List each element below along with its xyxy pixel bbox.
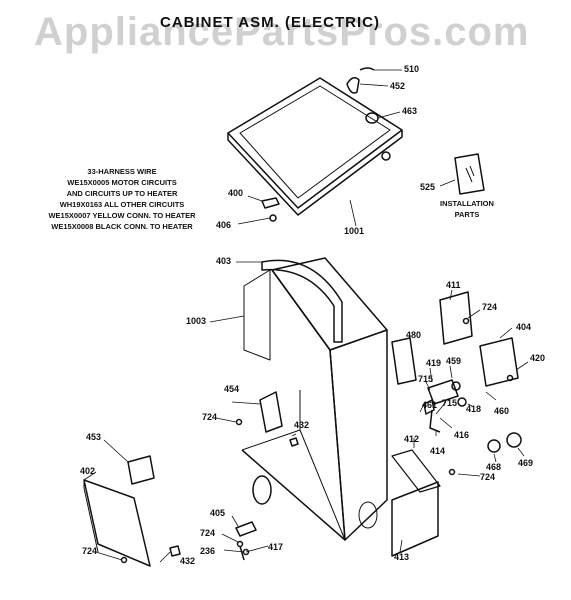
part-label-1003: 1003 (186, 316, 207, 326)
part-label-411: 411 (446, 280, 461, 290)
harness-note-line: WE15X0005 MOTOR CIRCUITS (67, 178, 177, 187)
part-label-1001: 1001 (344, 226, 365, 236)
panel-413 (391, 481, 439, 557)
top-cover-1001 (227, 77, 403, 216)
part-label-420: 420 (530, 353, 546, 363)
part-label-452: 452 (390, 81, 406, 91)
part-label-417: 417 (268, 542, 284, 552)
part-label-400: 400 (228, 188, 244, 198)
part-label-525: 525 (420, 182, 436, 192)
plate-411 (439, 291, 473, 345)
part-label-459: 459 (446, 356, 462, 366)
bushing-432a (289, 437, 299, 447)
installation-label-line: PARTS (454, 210, 480, 219)
hinge-452 (346, 77, 360, 94)
bracket-453 (127, 455, 155, 485)
bracket-416 (429, 409, 441, 433)
installation-label-line: INSTALLATION (440, 199, 494, 208)
bracket-405 (235, 521, 257, 537)
part-label-403: 403 (216, 256, 232, 266)
part-label-469: 469 (518, 458, 534, 468)
fastener-417 (239, 545, 245, 561)
part-label-416: 416 (454, 430, 470, 440)
screw-724c (448, 468, 456, 476)
base-402 (83, 479, 151, 567)
part-label-715-a: 715 (418, 374, 434, 384)
part-label-724-d: 724 (200, 528, 216, 538)
bushing-432b (169, 545, 181, 557)
part-label-402: 402 (80, 466, 96, 476)
panel-412 (391, 449, 441, 493)
foot-469 (506, 432, 522, 448)
panel-1003 (243, 269, 271, 361)
part-label-406: 406 (216, 220, 232, 230)
part-label-405: 405 (210, 508, 226, 518)
part-label-432-a: 432 (294, 420, 310, 430)
part-label-453: 453 (86, 432, 102, 442)
part-label-460: 460 (494, 406, 510, 416)
part-label-724-a: 724 (482, 302, 498, 312)
switch-461 (423, 399, 435, 415)
diagram-title: CABINET ASM. (ELECTRIC) (160, 14, 380, 31)
plate-404 (479, 337, 519, 387)
part-label-404: 404 (516, 322, 532, 332)
screw-724b (235, 418, 243, 426)
part-label-418: 418 (466, 404, 482, 414)
part-label-412: 412 (404, 434, 420, 444)
harness-note-line: WH19X0163 ALL OTHER CIRCUITS (59, 200, 185, 209)
part-label-715-b: 715 (442, 398, 458, 408)
installation-bag-525 (454, 153, 485, 195)
part-label-413: 413 (394, 552, 410, 562)
bracket-454 (259, 391, 283, 433)
screw-420 (506, 374, 514, 382)
harness-note-line: WE15X0008 BLACK CONN. TO HEATER (51, 222, 193, 231)
latch-400 (261, 197, 280, 209)
part-label-454: 454 (224, 384, 240, 394)
switch-419 (427, 379, 459, 405)
part-label-432-b: 432 (180, 556, 196, 566)
glide-468 (487, 439, 501, 453)
part-label-724-b: 724 (202, 412, 218, 422)
part-label-461: 461 (422, 400, 438, 410)
part-label-510: 510 (404, 64, 420, 74)
insulation-480 (391, 337, 417, 385)
brace-403 (261, 259, 343, 343)
part-label-414: 414 (430, 446, 446, 456)
part-label-236: 236 (200, 546, 216, 556)
screw-406 (269, 214, 277, 222)
bumper-463 (365, 112, 379, 124)
installation-parts-label: INSTALLATION PARTS (432, 198, 502, 220)
part-label-724-c: 724 (480, 472, 496, 482)
harness-note: 33-HARNESS WIRE WE15X0005 MOTOR CIRCUITS… (22, 166, 222, 232)
part-label-724-e: 724 (82, 546, 98, 556)
harness-note-line: WE15X0007 YELLOW CONN. TO HEATER (48, 211, 196, 220)
harness-note-heading: 33-HARNESS WIRE (87, 167, 157, 176)
screw-724d (236, 540, 244, 548)
cabinet-body (241, 257, 388, 541)
part-label-419: 419 (426, 358, 442, 368)
watermark: AppliancePartsPros.com (34, 10, 530, 54)
leader-lines (83, 69, 529, 563)
clip-459 (451, 381, 461, 391)
harness-note-line: AND CIRCUITS UP TO HEATER (66, 189, 178, 198)
clip-510 (359, 67, 375, 71)
part-label-468: 468 (486, 462, 502, 472)
screw-724e (120, 556, 128, 564)
clip-418 (457, 397, 467, 407)
part-label-480: 480 (406, 330, 422, 340)
part-label-463: 463 (402, 106, 418, 116)
screw-724a (462, 317, 470, 325)
